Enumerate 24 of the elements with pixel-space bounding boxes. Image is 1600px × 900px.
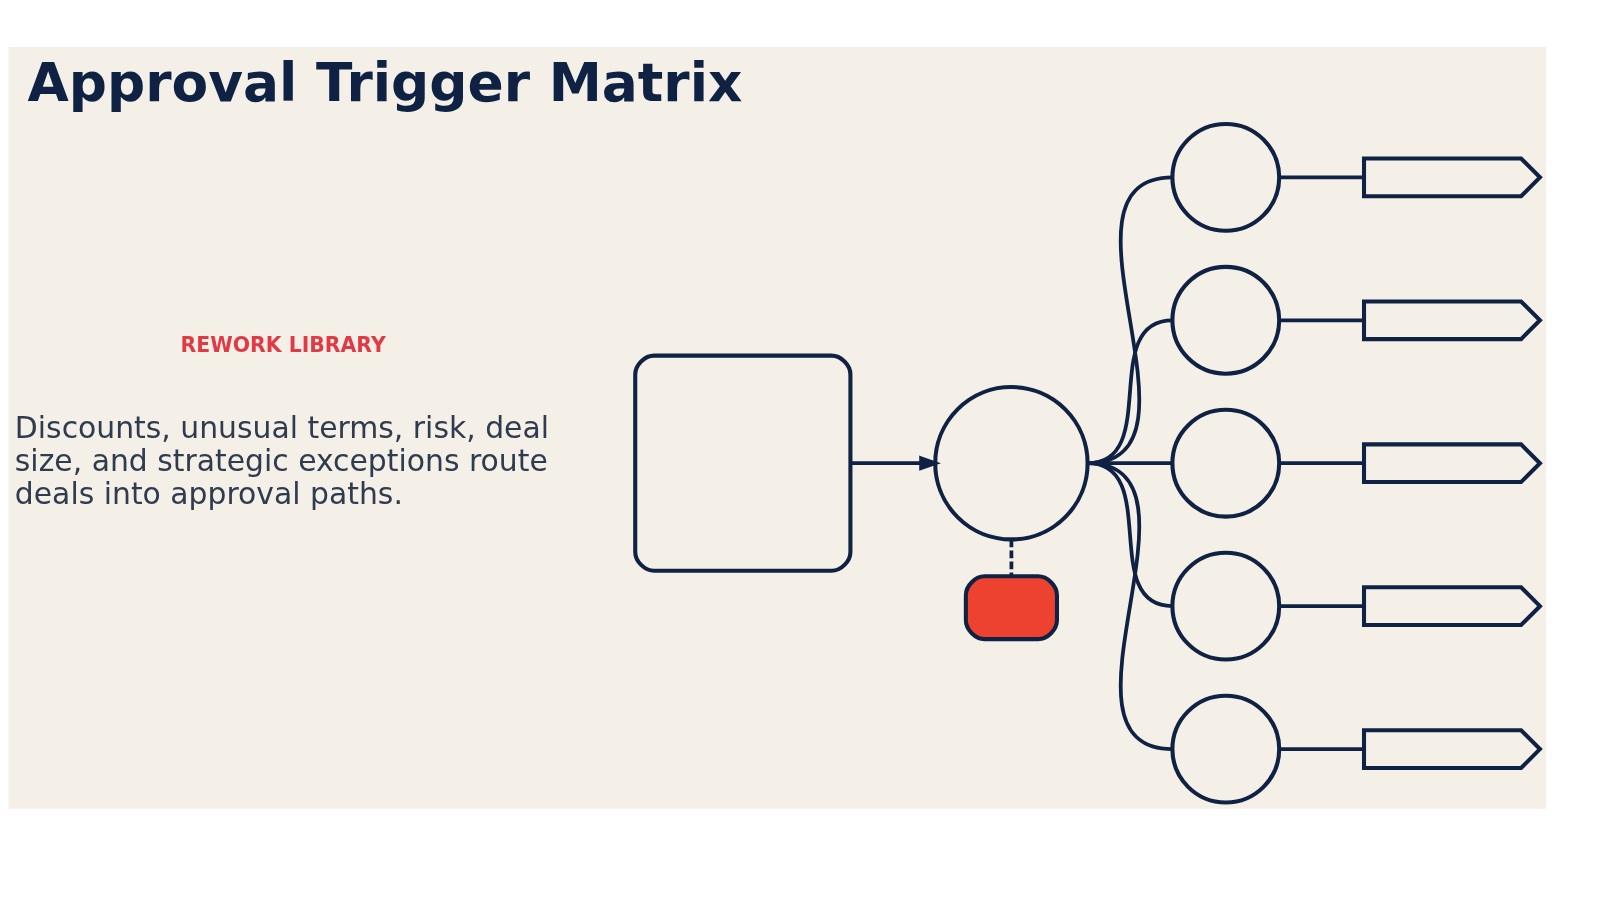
node-box xyxy=(633,353,853,573)
node-tag xyxy=(1362,156,1543,198)
node-circle xyxy=(933,384,1090,541)
node-circle xyxy=(1170,407,1282,519)
node-box xyxy=(963,573,1059,641)
connector xyxy=(1279,317,1364,322)
node-tag xyxy=(1362,298,1543,341)
node-circle xyxy=(1170,550,1282,662)
label: Discounts, unusual terms, risk, deal size, and strategic exceptions route deals into approval paths. xyxy=(14,409,550,511)
node-tag xyxy=(1362,441,1543,484)
node-circle xyxy=(1170,121,1282,233)
connector xyxy=(1087,460,1173,751)
connector xyxy=(1279,603,1364,608)
diagram-title: Approval Trigger Matrix xyxy=(27,50,743,114)
connector xyxy=(1279,460,1364,465)
connector xyxy=(1279,174,1364,179)
connector xyxy=(1279,746,1364,751)
node-tag xyxy=(1362,727,1543,770)
connector xyxy=(1009,539,1014,576)
arrow xyxy=(850,455,941,471)
label: REWORK LIBRARY xyxy=(180,332,386,357)
node-circle xyxy=(1170,693,1282,804)
node-tag xyxy=(1362,584,1543,627)
node-circle xyxy=(1170,264,1282,376)
